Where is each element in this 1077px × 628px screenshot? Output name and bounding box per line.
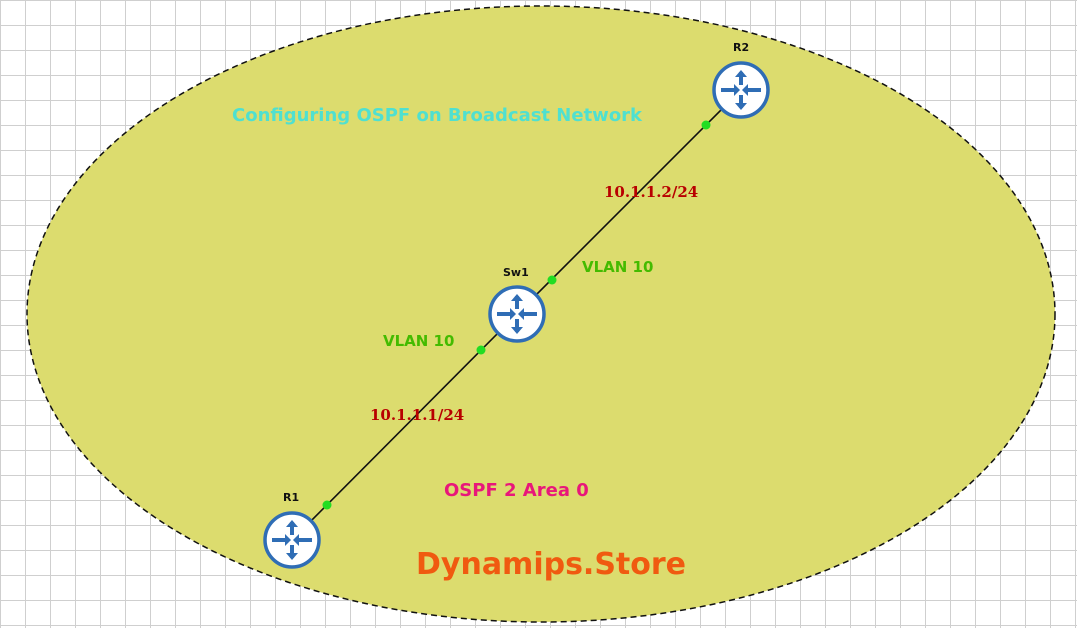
device-label-r1: R1 [283,491,300,504]
ip-label-r2: 10.1.1.2/24 [604,183,699,201]
ip-label-r1: 10.1.1.1/24 [370,406,465,424]
port-r2 [701,120,711,130]
vlan-label-sw1-r1: VLAN 10 [383,332,455,350]
brand-watermark: Dynamips.Store [416,547,687,582]
router-r2-icon[interactable] [712,61,770,119]
device-label-sw1: Sw1 [503,266,529,279]
router-r1-icon[interactable] [263,511,321,569]
diagram-title: Configuring OSPF on Broadcast Network [232,105,643,126]
port-sw1-right [547,275,557,285]
port-r1 [322,500,332,510]
ospf-area-label: OSPF 2 Area 0 [444,480,589,501]
device-label-r2: R2 [733,41,750,54]
router-sw1-icon[interactable] [488,285,546,343]
port-sw1-left [476,345,486,355]
vlan-label-sw1-r2: VLAN 10 [582,258,654,276]
